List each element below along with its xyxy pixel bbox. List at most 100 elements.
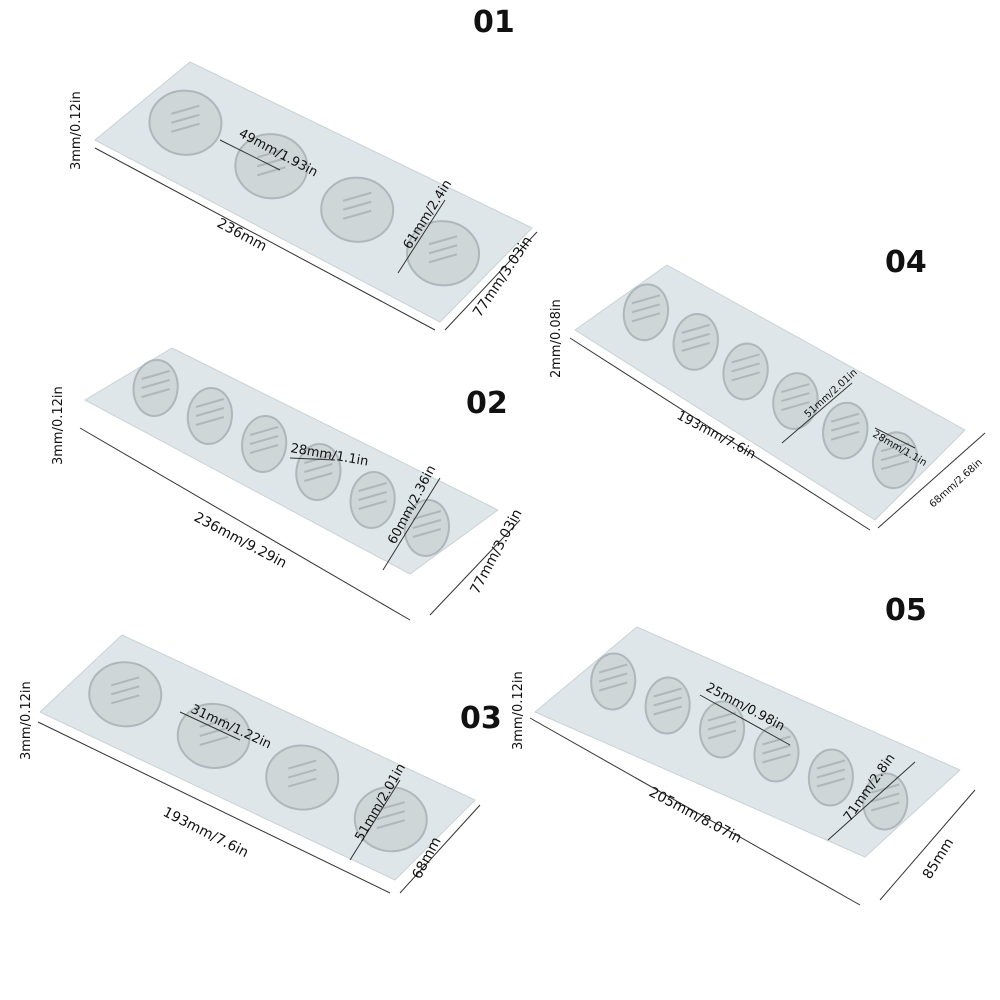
leaf-vein (781, 392, 810, 403)
leaf-b-line (874, 427, 916, 449)
leaf-vein (141, 379, 170, 389)
height-label: 3mm/0.12in (511, 671, 526, 750)
monstera-leaf-cavity (234, 133, 309, 200)
fern-leaf-cavity (590, 652, 637, 711)
panel-03: 03 3mm/0.12in 193mm/7.6in 68mm 31mm/1.22… (19, 634, 502, 894)
width-label: 85mm (920, 835, 957, 882)
silicone-mat (39, 634, 476, 881)
leaf-sprig-cavity (722, 342, 769, 401)
leaf-sprig-cavity (772, 372, 819, 430)
panel-02: 02 3mm/0.12in 236mm/9.29in 77mm/3.03in 2… (51, 347, 526, 621)
leaf-vein (199, 735, 229, 746)
leaf-sprig-cavity (672, 313, 719, 371)
panel-number: 05 (885, 593, 927, 628)
leaf-vein (412, 528, 442, 538)
width-line (429, 519, 521, 616)
width-line (399, 804, 481, 894)
leaf-vein (195, 398, 225, 408)
leaf-vein (376, 819, 406, 830)
leaf-vein (731, 353, 760, 364)
leaf-a-line (179, 711, 241, 741)
monstera-leaf-cavity (265, 744, 340, 811)
leaf-vein (195, 416, 225, 426)
leaf-vein (598, 663, 628, 674)
leaf-vein (249, 426, 279, 436)
leaf-sprig-cavity (871, 431, 919, 490)
panel-number: 04 (885, 245, 927, 280)
leaf-vein (816, 768, 846, 779)
length-line (79, 427, 411, 621)
leaf-vein (653, 696, 682, 707)
leaf-a-line (219, 139, 281, 171)
leaf-vein (358, 482, 387, 492)
oval-leaf-cavity (241, 415, 288, 473)
leaf-vein (304, 472, 333, 482)
leaf-vein (707, 711, 737, 722)
leaf-vein (871, 792, 900, 803)
leaf-vein (428, 244, 458, 255)
leaf-vein (110, 685, 140, 696)
leaf-vein (762, 744, 791, 755)
leaf-vein (358, 500, 387, 510)
length-label: 193mm/7.6in (160, 804, 251, 861)
leaf-vein (681, 341, 711, 352)
monstera-leaf-cavity (148, 89, 223, 156)
leaf-vein (412, 510, 442, 520)
panel-number: 01 (473, 5, 515, 40)
oval-leaf-cavity (186, 387, 233, 445)
panel-05: 05 3mm/0.12in 205mm/8.07in 85mm 25mm/0.9… (511, 593, 976, 906)
leaf-vein (653, 687, 682, 698)
leaf-vein (257, 157, 286, 168)
leaf-vein (171, 104, 200, 115)
leaf-vein (257, 148, 286, 159)
leaf-vein (257, 166, 286, 177)
silicone-mat (574, 264, 966, 521)
leaf-cavities (148, 89, 481, 287)
leaf-vein (762, 735, 791, 746)
leaf-vein (707, 720, 737, 731)
leaf-vein (376, 810, 406, 821)
leaf-vein (171, 113, 200, 124)
leaf-vein (598, 672, 628, 683)
leaf-cavities (622, 283, 919, 490)
leaf-vein (631, 294, 661, 305)
leaf-vein (631, 312, 661, 323)
oval-leaf-cavity (132, 359, 179, 417)
height-label: 3mm/0.12in (69, 91, 84, 170)
panel-01: 01 3mm/0.12in 236mm 77mm/3.03in 49mm/1.9… (69, 5, 538, 331)
leaf-vein (249, 444, 279, 454)
monstera-leaf-cavity (320, 176, 395, 243)
leaf-vein (249, 435, 279, 445)
leaf-vein (781, 401, 810, 412)
leaf-vein (731, 362, 760, 373)
oval-leaf-cavity (295, 443, 342, 501)
fern-leaf-cavity (753, 724, 800, 783)
width-label: 68mm/2.68in (928, 457, 985, 510)
leaf-b-line (397, 199, 446, 274)
leaf-vein (199, 717, 229, 728)
leaf-vein (199, 726, 229, 737)
leaf-vein (342, 200, 372, 211)
leaf-a-line (699, 694, 791, 746)
monstera-leaf-cavity (176, 702, 251, 769)
width-line (879, 789, 976, 901)
leaf-vein (707, 729, 737, 740)
monstera-leaf-cavity (353, 786, 428, 853)
leaf-b-line (382, 477, 441, 571)
leaf-vein (681, 323, 711, 334)
length-line (569, 337, 871, 531)
height-label: 2mm/0.08in (549, 299, 564, 378)
leaf-vein (880, 442, 910, 453)
leaf-b-line (349, 779, 401, 861)
leaf-vein (428, 235, 458, 246)
leaf-vein (830, 421, 860, 432)
width-line (877, 432, 986, 529)
leaf-vein (830, 430, 860, 441)
panel-04: 04 2mm/0.08in 193mm/7.6in 68mm/2.68in 51… (549, 245, 986, 531)
leaf-vein (287, 777, 317, 788)
leaf-a-line (289, 457, 336, 461)
leaf-vein (731, 371, 760, 382)
monstera-leaf-cavity (406, 220, 481, 287)
leaf-vein (304, 463, 333, 473)
